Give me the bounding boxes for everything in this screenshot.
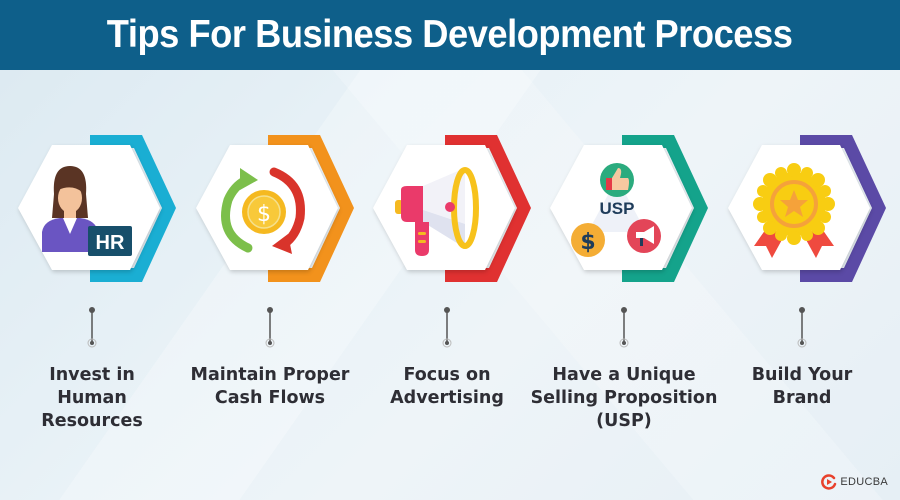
hexagon-card bbox=[712, 130, 892, 290]
usp-icon: USP $ bbox=[571, 163, 661, 257]
connector-line bbox=[442, 307, 452, 348]
step-maintain-cash-flows: $ Maintain Proper Cash Flows bbox=[180, 130, 360, 460]
dollar-symbol: $ bbox=[580, 230, 595, 255]
educba-logo-icon bbox=[821, 474, 837, 490]
step-focus-advertising: Focus on Advertising bbox=[357, 130, 537, 460]
step-unique-selling-proposition: USP $ Have a Unique Selling Proposition … bbox=[531, 130, 717, 460]
dollar-symbol: $ bbox=[257, 202, 271, 227]
step-label: Invest in Human Resources bbox=[41, 365, 143, 431]
step-build-brand: Build Your Brand bbox=[712, 130, 892, 460]
hr-person-icon: HR bbox=[42, 166, 132, 256]
megaphone-icon bbox=[395, 167, 479, 256]
hexagon-card bbox=[357, 130, 537, 290]
cash-flow-cycle-icon: $ bbox=[221, 167, 305, 254]
hexagon-card: $ bbox=[180, 130, 360, 290]
hexagon-card: HR bbox=[2, 130, 182, 290]
step-label: Build Your Brand bbox=[751, 365, 853, 408]
connector-line bbox=[619, 307, 629, 348]
step-label: Focus on Advertising bbox=[390, 365, 504, 408]
connector-line bbox=[265, 307, 275, 348]
title-banner: Tips For Business Development Process bbox=[0, 0, 900, 70]
educba-logo-text: EDUCBA bbox=[840, 476, 888, 488]
page-title: Tips For Business Development Process bbox=[107, 13, 793, 56]
educba-logo: EDUCBA bbox=[821, 474, 888, 490]
hr-badge-text: HR bbox=[96, 232, 125, 254]
hexagon-card: USP $ bbox=[534, 130, 714, 290]
step-label: Maintain Proper Cash Flows bbox=[190, 365, 350, 408]
step-label: Have a Unique Selling Proposition (USP) bbox=[530, 365, 718, 431]
usp-text: USP bbox=[600, 199, 635, 218]
award-badge-icon bbox=[753, 163, 835, 258]
connector-line bbox=[87, 307, 97, 348]
connector-line bbox=[797, 307, 807, 348]
step-invest-human-resources: HR Invest in Human Resources bbox=[2, 130, 182, 460]
